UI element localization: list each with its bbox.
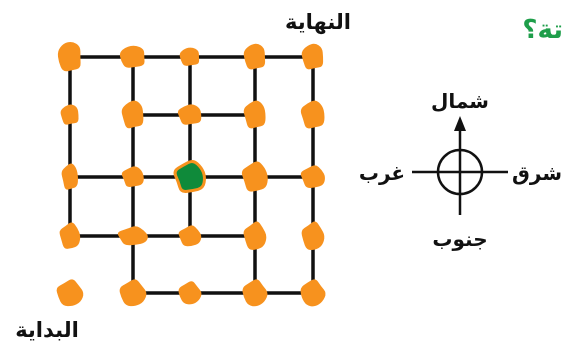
grid-node-r3-c2	[122, 166, 144, 187]
grid-node-r3-c4	[242, 161, 268, 191]
current-position-node	[175, 162, 204, 192]
compass-north-label: شمال	[431, 89, 489, 113]
grid-node-r2-c2	[122, 101, 144, 129]
grid-node-r3-c5	[301, 165, 325, 188]
grid-node-r1-c3	[180, 48, 199, 66]
grid-node-r5-c1	[57, 279, 84, 306]
grid-node-r1-c5	[302, 44, 323, 70]
grid-node-r4-c1	[60, 222, 81, 248]
grid-node-r5-c3	[179, 281, 202, 304]
grid-node-r2-c3	[178, 104, 201, 124]
end-label: النهاية	[285, 10, 351, 34]
grid-node-r5-c4	[243, 279, 268, 306]
grid-node-r2-c5	[301, 101, 325, 129]
grid-node-r3-c1	[62, 164, 78, 190]
compass-south-label: جنوب	[432, 227, 487, 251]
north-arrow-icon	[454, 116, 466, 131]
grid-node-r4-c4	[244, 222, 267, 250]
start-label: البداية	[15, 318, 79, 342]
grid-node-r5-c5	[301, 279, 326, 306]
title-fragment: تة؟	[522, 15, 563, 45]
grid-node-r1-c4	[244, 44, 265, 70]
grid-node-r2-c4	[244, 101, 266, 129]
compass-rose: شمال جنوب شرق غرب	[359, 89, 562, 251]
grid-node-r4-c3	[179, 225, 202, 246]
compass-east-label: شرق	[512, 161, 562, 185]
grid-node-r5-c2	[120, 279, 147, 306]
grid-node-r4-c5	[302, 221, 325, 250]
compass-west-label: غرب	[359, 161, 405, 185]
grid-node-r1-c1	[58, 42, 81, 71]
grid-node-r1-c2	[120, 46, 145, 68]
grid-node-r2-c1	[61, 105, 79, 125]
grid-node-r4-c2	[118, 226, 148, 245]
